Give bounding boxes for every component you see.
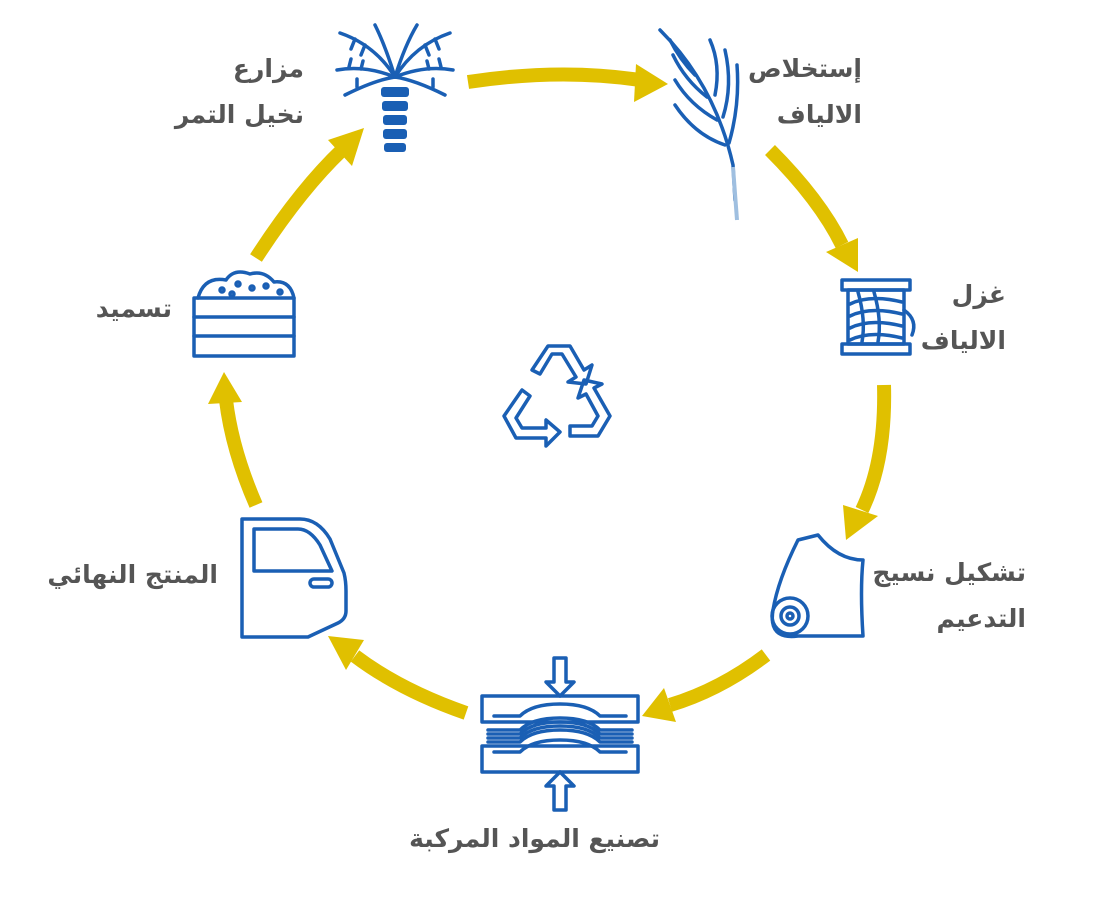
stage-label-final-product: المنتج النهائي xyxy=(47,552,218,598)
stage-label-fiber-extraction: إستخلاص الالياف xyxy=(748,46,862,138)
label-line: تسميد xyxy=(95,294,172,323)
label-line: المنتج النهائي xyxy=(47,560,218,589)
label-line: الالياف xyxy=(776,100,862,129)
stage-label-fiber-spinning: غزل الالياف xyxy=(921,272,1006,364)
label-line: التدعيم xyxy=(936,604,1027,633)
label-line: نخيل التمر xyxy=(174,100,304,129)
arrow-palm-to-extraction xyxy=(466,64,668,102)
arrow-fabric-to-composite xyxy=(642,649,771,722)
car-door-icon xyxy=(240,517,348,639)
arrow-product-to-compost xyxy=(208,372,263,508)
palm-frond-icon xyxy=(658,28,740,221)
label-line: الالياف xyxy=(920,326,1006,355)
arrow-spinning-to-fabric xyxy=(843,384,892,540)
arrow-composite-to-product xyxy=(328,636,469,720)
fabric-roll-icon xyxy=(770,533,865,639)
stage-label-fabric-forming: تشكيل نسيج التدعيم xyxy=(872,550,1026,642)
yarn-spool-icon xyxy=(840,278,916,356)
label-line: تصنيع المواد المركبة xyxy=(409,824,660,853)
arrow-compost-to-palm xyxy=(250,128,364,262)
stage-label-composite-manufacturing: تصنيع المواد المركبة xyxy=(409,816,660,862)
label-line: إستخلاص xyxy=(748,54,862,83)
stage-label-composting: تسميد xyxy=(96,286,172,332)
press-mold-icon xyxy=(480,656,640,812)
label-line: مزارع xyxy=(232,54,304,83)
label-line: غزل xyxy=(951,280,1006,309)
stage-label-palm-farms: مزارع نخيل التمر xyxy=(175,46,304,138)
arrow-extraction-to-spinning xyxy=(765,145,858,272)
palm-tree-icon xyxy=(335,23,455,152)
cycle-arrows xyxy=(208,64,892,722)
label-line: تشكيل نسيج xyxy=(872,558,1026,587)
recycle-icon xyxy=(502,344,612,448)
compost-bin-icon xyxy=(192,270,296,358)
